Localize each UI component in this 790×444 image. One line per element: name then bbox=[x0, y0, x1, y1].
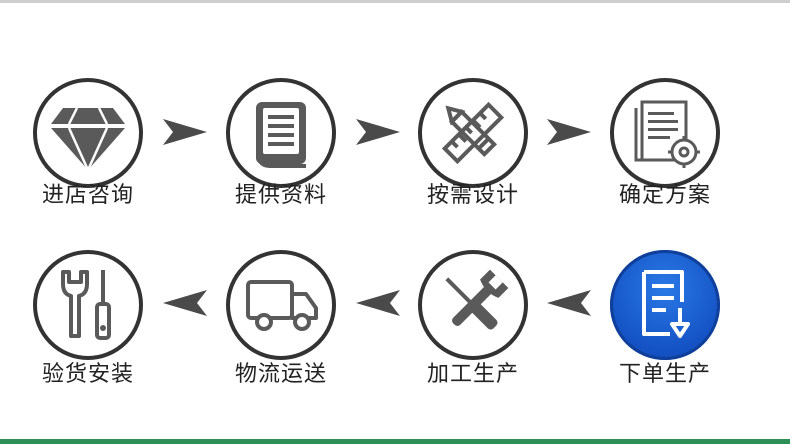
arrow-left-icon bbox=[163, 290, 207, 316]
step-tools-install[interactable] bbox=[33, 250, 143, 360]
step-confirm-plan-label: 确定方案 bbox=[618, 183, 711, 208]
step-provide-materials[interactable] bbox=[226, 78, 336, 188]
arrow-right-icon bbox=[163, 119, 207, 145]
document-gear-icon bbox=[634, 100, 700, 168]
pencil-ruler-icon bbox=[441, 101, 505, 165]
step-custom-design[interactable] bbox=[418, 78, 528, 188]
arrow-right-icon bbox=[547, 119, 591, 145]
wrench-screwdriver-tools-icon bbox=[61, 270, 111, 340]
document-download-icon bbox=[642, 270, 690, 338]
arrow-left-icon bbox=[356, 290, 400, 316]
bottom-accent-line bbox=[0, 439, 790, 444]
step-logistics-label: 物流运送 bbox=[234, 362, 327, 387]
step-processing[interactable] bbox=[418, 250, 528, 360]
step-place-order-label: 下单生产 bbox=[618, 362, 711, 387]
document-book-icon bbox=[256, 102, 306, 168]
diamond-icon bbox=[51, 107, 125, 171]
step-confirm-plan[interactable] bbox=[610, 78, 720, 188]
step-tools-install-label: 验货安装 bbox=[41, 362, 134, 387]
step-place-order[interactable] bbox=[610, 250, 720, 360]
top-divider bbox=[0, 0, 790, 3]
step-logistics[interactable] bbox=[226, 250, 336, 360]
step-consult[interactable] bbox=[33, 78, 143, 188]
arrow-left-icon bbox=[547, 290, 591, 316]
step-custom-design-label: 按需设计 bbox=[426, 183, 519, 208]
wrench-screwdriver-icon bbox=[445, 269, 509, 330]
step-consult-label: 进店咨询 bbox=[41, 183, 134, 208]
step-processing-label: 加工生产 bbox=[426, 362, 519, 387]
step-provide-materials-label: 提供资料 bbox=[234, 183, 327, 208]
truck-icon bbox=[246, 280, 318, 331]
arrow-right-icon bbox=[356, 119, 400, 145]
